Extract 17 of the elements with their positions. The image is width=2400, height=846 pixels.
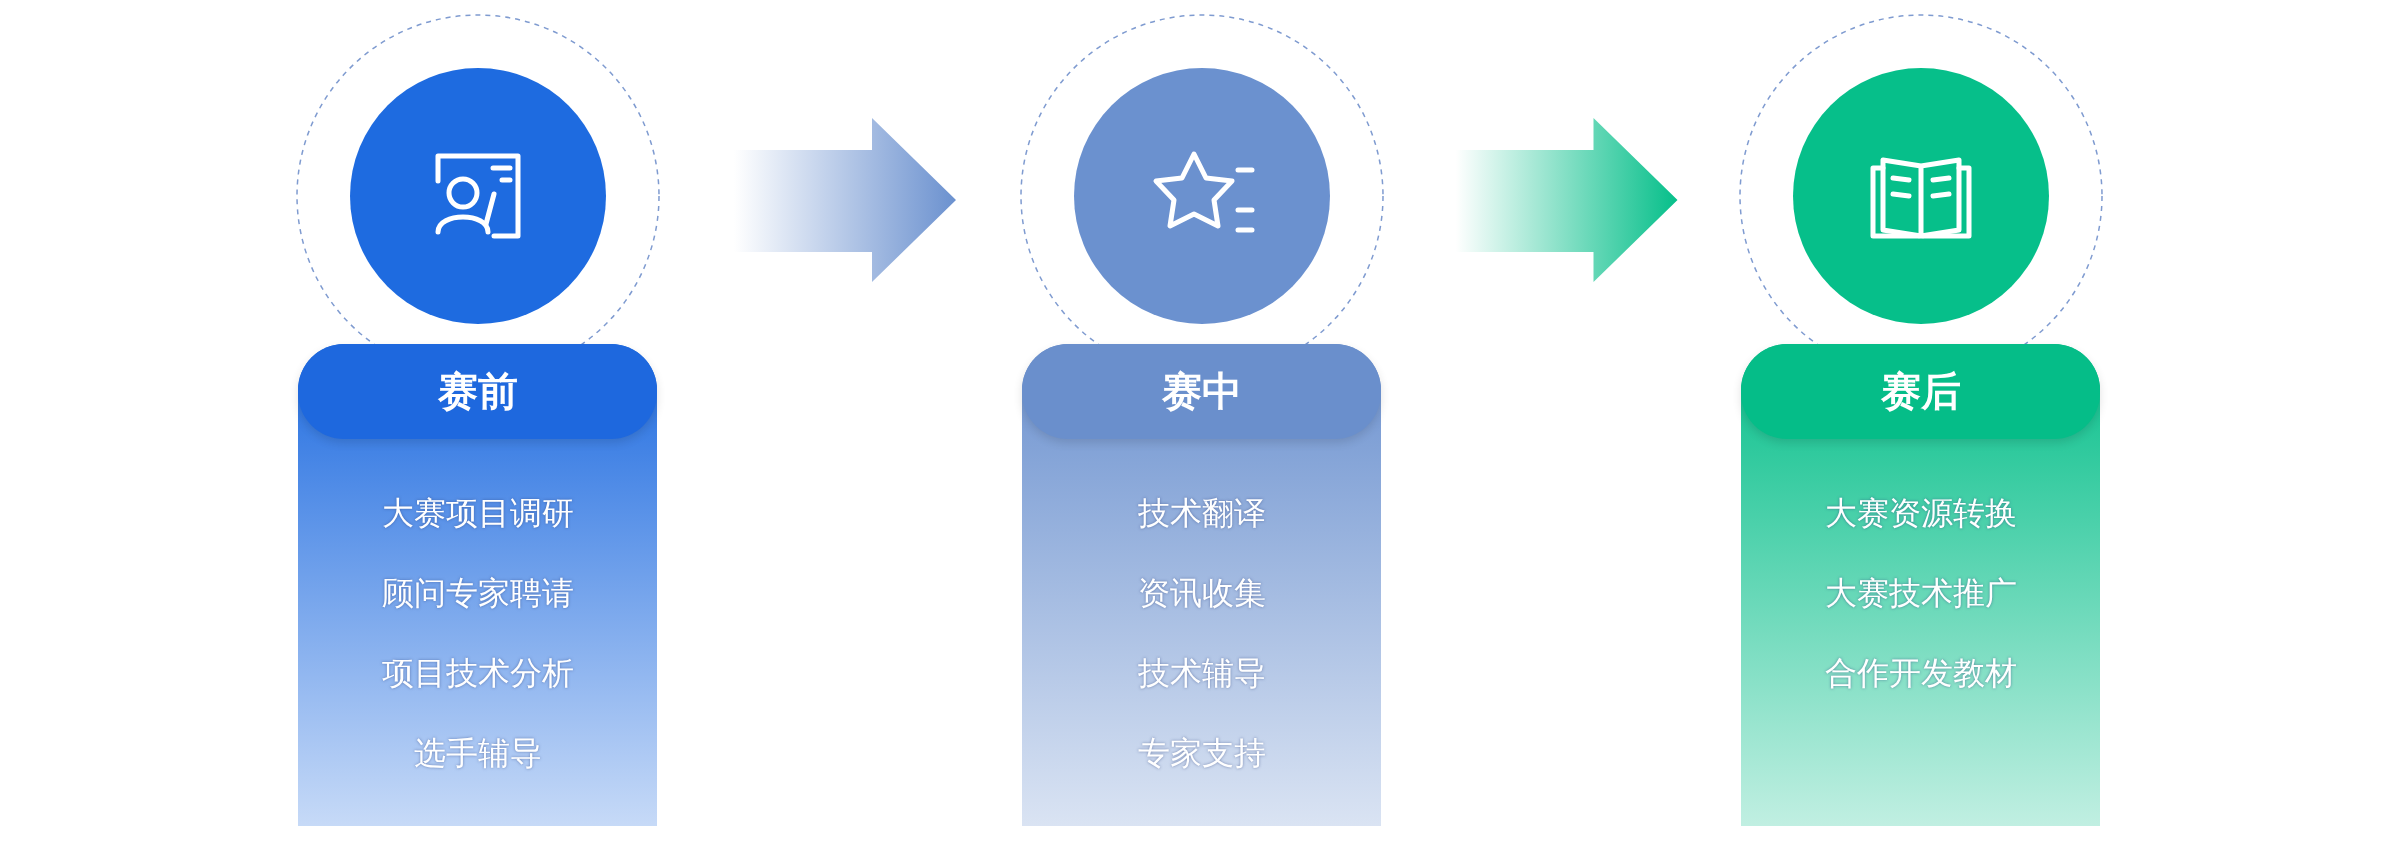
stage-title: 赛中 xyxy=(1022,344,1381,439)
service-item: 专家支持 xyxy=(1136,733,1267,774)
stage-card xyxy=(298,344,657,826)
stage-title: 赛前 xyxy=(298,344,657,439)
service-item: 大赛项目调研 xyxy=(380,493,575,534)
service-item: 资讯收集 xyxy=(1136,573,1267,614)
stage-card xyxy=(1022,344,1381,826)
stage-card xyxy=(1741,344,2100,826)
service-item: 技术辅导 xyxy=(1136,653,1267,694)
service-item: 大赛技术推广 xyxy=(1823,573,2018,614)
stage-title: 赛后 xyxy=(1741,344,2100,439)
service-item: 选手辅导 xyxy=(412,733,543,774)
service-item: 合作开发教材 xyxy=(1823,653,2018,694)
service-item: 项目技术分析 xyxy=(380,653,575,694)
service-item: 大赛资源转换 xyxy=(1823,493,2018,534)
service-item: 技术翻译 xyxy=(1136,493,1267,534)
service-item: 顾问专家聘请 xyxy=(380,573,575,614)
